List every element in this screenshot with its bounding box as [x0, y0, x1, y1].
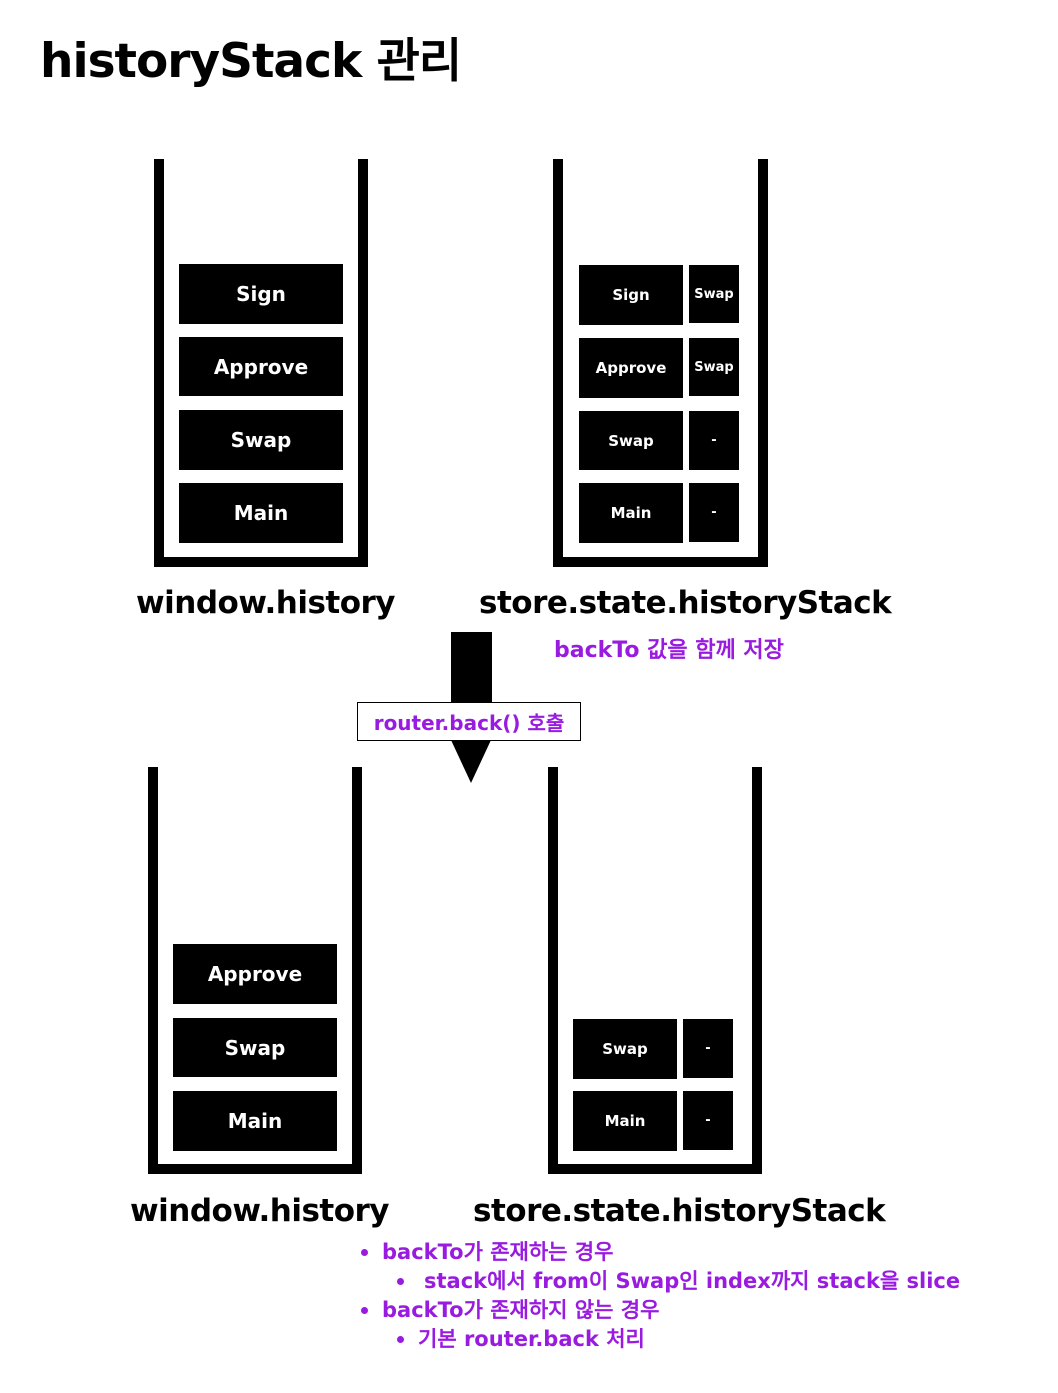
backto-block: -: [683, 1091, 733, 1150]
before-window-history-caption: window.history: [136, 585, 396, 621]
after-history-stack: [548, 767, 762, 1174]
stack-block: Swap: [579, 411, 683, 470]
bullet-dot: [361, 1249, 368, 1256]
note-text: 기본 router.back 처리: [418, 1327, 645, 1351]
note-text: stack에서 from이 Swap인 index까지 stack을 slice: [424, 1269, 961, 1293]
list-item: stack에서 from이 Swap인 index까지 stack을 slice: [360, 1267, 960, 1296]
backto-block: Swap: [689, 338, 739, 396]
stack-block: Approve: [179, 337, 343, 396]
bullet-dot: [397, 1336, 404, 1343]
before-history-stack-caption: store.state.historyStack: [479, 585, 892, 621]
before-history-stack: [553, 159, 768, 567]
stack-block: Swap: [179, 410, 343, 470]
down-arrow-shaft: [451, 632, 492, 704]
backto-block: -: [683, 1019, 733, 1078]
backto-block: -: [689, 483, 739, 542]
bullet-dot: [361, 1307, 368, 1314]
stack-block: Approve: [579, 338, 683, 398]
before-window-history-stack: [154, 159, 368, 567]
note-text: backTo가 존재하지 않는 경우: [382, 1298, 660, 1322]
router-back-call-label: router.back() 호출: [357, 702, 581, 741]
backto-block: Swap: [689, 265, 739, 323]
bullet-dot: [397, 1278, 404, 1285]
backto-note: backTo 값을 함께 저장: [554, 638, 784, 663]
stack-block: Main: [579, 483, 683, 543]
stack-block: Sign: [179, 264, 343, 324]
behavior-notes: backTo가 존재하는 경우 stack에서 from이 Swap인 inde…: [360, 1238, 960, 1354]
stack-block: Sign: [579, 265, 683, 325]
stack-block: Main: [179, 483, 343, 543]
stack-block: Swap: [573, 1019, 677, 1079]
stack-block: Main: [573, 1091, 677, 1151]
backto-block: -: [689, 411, 739, 470]
down-arrow-head: [451, 740, 491, 783]
stack-block: Swap: [173, 1018, 337, 1077]
after-window-history-stack: [148, 767, 362, 1174]
list-item: backTo가 존재하지 않는 경우: [360, 1296, 960, 1325]
stack-block: Approve: [173, 944, 337, 1004]
list-item: backTo가 존재하는 경우: [360, 1238, 960, 1267]
page-title: historyStack 관리: [40, 34, 462, 89]
after-history-stack-caption: store.state.historyStack: [473, 1193, 886, 1229]
note-text: backTo가 존재하는 경우: [382, 1240, 614, 1264]
list-item: 기본 router.back 처리: [360, 1325, 960, 1354]
stack-block: Main: [173, 1091, 337, 1151]
after-window-history-caption: window.history: [130, 1193, 390, 1229]
